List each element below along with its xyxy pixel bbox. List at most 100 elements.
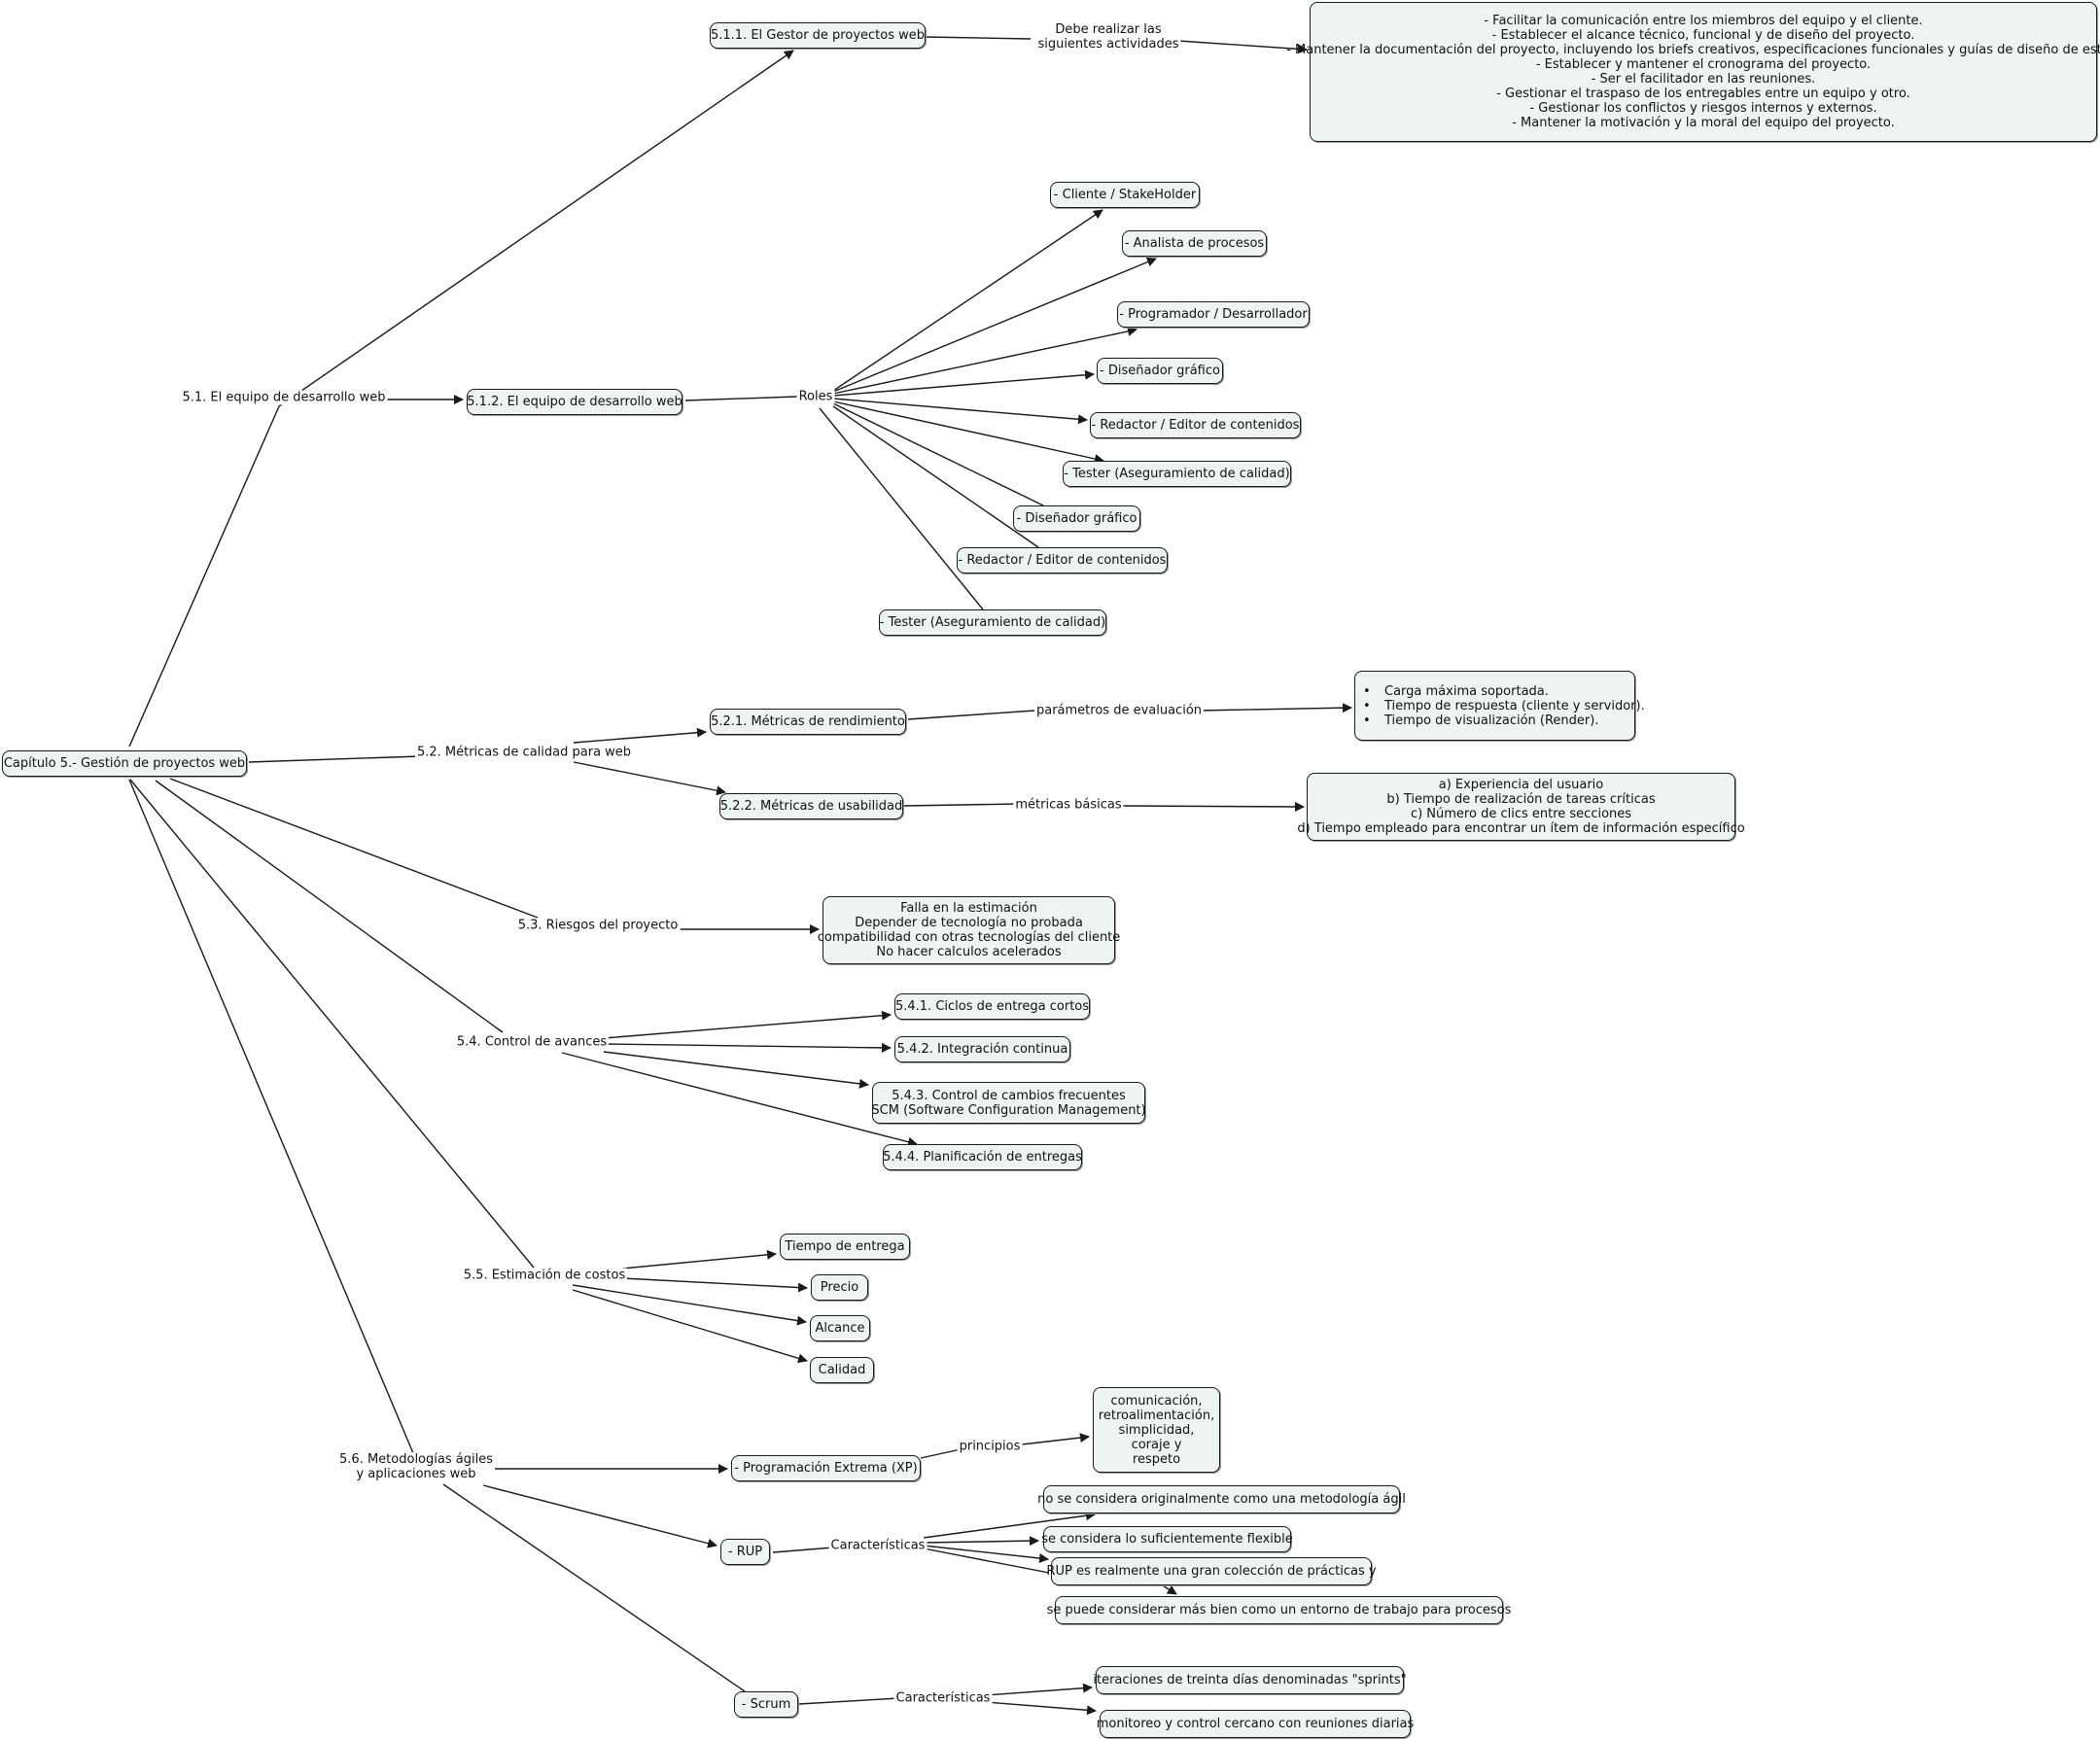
connector-line <box>248 755 422 763</box>
node-xp-principios-line: retroalimentación, <box>1098 1408 1215 1423</box>
label-estimacion-costos-line: 5.5. Estimación de costos <box>463 1268 626 1283</box>
node-role-disenador-2[interactable]: - Diseñador gráfico <box>1013 505 1140 532</box>
connector-line <box>572 1284 807 1326</box>
node-rup-caracteristica-1[interactable]: no se considera originalmente como una m… <box>1037 1485 1406 1513</box>
connector-line <box>832 369 1095 397</box>
node-xp[interactable]: - Programación Extrema (XP) <box>731 1455 921 1481</box>
node-role-programador[interactable]: - Programador / Desarrollador <box>1117 301 1310 328</box>
node-rup-caracteristica-4-line: se puede considerar más bien como un ent… <box>1046 1603 1512 1617</box>
label-roles-line: Roles <box>798 389 833 404</box>
label-metricas-basicas-line: métricas básicas <box>1015 797 1122 813</box>
node-role-tester-line: - Tester (Aseguramiento de calidad) <box>1064 467 1290 481</box>
node-costo-tiempo[interactable]: Tiempo de entrega <box>780 1234 910 1260</box>
node-scrum[interactable]: - Scrum <box>734 1691 798 1718</box>
node-metricas-usabilidad[interactable]: 5.2.2. Métricas de usabilidad <box>719 793 903 819</box>
node-parametros-rendimiento[interactable]: Carga máxima soportada.Tiempo de respues… <box>1354 671 1645 741</box>
connector-line <box>923 1511 1096 1539</box>
connector-line <box>819 407 984 610</box>
connector-line <box>832 400 1104 464</box>
connector-line <box>1197 703 1352 713</box>
node-metricas-usabilidad-line: 5.2.2. Métricas de usabilidad <box>719 799 903 814</box>
connector-line <box>923 1548 1050 1574</box>
node-ciclos-entrega[interactable]: 5.4.1. Ciclos de entrega cortos <box>894 993 1090 1020</box>
node-riesgos-line: Depender de tecnología no probada <box>855 916 1083 930</box>
node-gestor-actividades-line: - Establecer el alcance técnico, funcion… <box>1491 28 1915 43</box>
node-role-programador-line: - Programador / Desarrollador <box>1119 307 1308 322</box>
node-gestor-proyectos[interactable]: 5.1.1. El Gestor de proyectos web <box>710 22 926 49</box>
label-control-avances-line: 5.4. Control de avances <box>456 1034 608 1050</box>
node-rup-caracteristica-2[interactable]: se considera lo suficientemente flexible <box>1041 1526 1293 1552</box>
connector-line <box>923 1545 1049 1563</box>
connector-line <box>832 398 1088 425</box>
label-debe-realizar-line: siguientes actividades <box>1037 37 1179 52</box>
connector-line <box>902 803 1019 807</box>
node-equipo-desarrollo-line: 5.1.2. El equipo de desarrollo web <box>467 395 682 409</box>
node-costo-precio-line: Precio <box>820 1280 859 1295</box>
label-principios-line: principios <box>959 1439 1021 1454</box>
connector-line <box>985 1701 1097 1716</box>
node-parametros-rendimiento-line: Tiempo de visualización (Render). <box>1363 713 1598 728</box>
node-costo-alcance-line: Alcance <box>815 1321 865 1336</box>
label-caracteristicas-rup: Características <box>828 1538 928 1553</box>
label-parametros-evaluacion: parámetros de evaluación <box>1033 703 1205 718</box>
node-role-tester-2[interactable]: - Tester (Aseguramiento de calidad) <box>879 609 1106 636</box>
node-costo-precio[interactable]: Precio <box>811 1274 868 1301</box>
node-planificacion-entregas[interactable]: 5.4.4. Planificación de entregas <box>883 1144 1082 1170</box>
node-role-redactor[interactable]: - Redactor / Editor de contenidos <box>1090 412 1301 438</box>
node-rup-caracteristica-1-line: no se considera originalmente como una m… <box>1037 1492 1406 1507</box>
node-gestor-actividades-line: - Establecer y mantener el cronograma de… <box>1535 57 1872 72</box>
connector-line <box>772 1547 834 1553</box>
node-rup[interactable]: - RUP <box>720 1539 770 1565</box>
node-rup-caracteristica-4[interactable]: se puede considerar más bien como un ent… <box>1047 1596 1511 1624</box>
node-integracion-continua[interactable]: 5.4.2. Integración continua <box>894 1036 1070 1062</box>
connector-line <box>278 50 794 407</box>
node-costo-alcance[interactable]: Alcance <box>810 1315 870 1341</box>
node-scrum-line: - Scrum <box>741 1697 791 1712</box>
connector-line <box>573 761 726 796</box>
node-role-redactor-2[interactable]: - Redactor / Editor de contenidos <box>957 547 1168 574</box>
label-riesgos-line: 5.3. Riesgos del proyecto <box>517 918 679 933</box>
node-costo-calidad-line: Calidad <box>818 1363 866 1377</box>
node-gestor-proyectos-line: 5.1.1. El Gestor de proyectos web <box>711 28 925 43</box>
node-role-disenador-2-line: - Diseñador gráfico <box>1016 511 1138 526</box>
label-control-avances: 5.4. Control de avances <box>454 1034 610 1050</box>
node-scrum-caracteristica-2[interactable]: monitoreo y control cercano con reunione… <box>1097 1710 1414 1738</box>
connector-line <box>603 1042 892 1053</box>
connector-line <box>832 209 1103 392</box>
label-riesgos: 5.3. Riesgos del proyecto <box>515 918 681 933</box>
node-rup-caracteristica-2-line: se considera lo suficientemente flexible <box>1041 1532 1293 1547</box>
node-role-analista[interactable]: - Analista de procesos <box>1122 230 1267 257</box>
connector-line <box>985 1683 1093 1696</box>
node-gestor-actividades-line: - Facilitar la comunicación entre los mi… <box>1484 14 1923 28</box>
node-scrum-caracteristica-1[interactable]: iteraciones de treinta días denominadas … <box>1093 1666 1407 1694</box>
connector-line <box>603 1010 892 1039</box>
label-metricas-basicas: métricas básicas <box>1013 797 1124 813</box>
node-role-disenador[interactable]: - Diseñador gráfico <box>1097 358 1223 384</box>
node-xp-principios-line: coraje y <box>1131 1437 1182 1452</box>
node-metricas-rendimiento[interactable]: 5.2.1. Métricas de rendimiento <box>710 709 906 735</box>
node-xp-principios[interactable]: comunicación,retroalimentación,simplicid… <box>1093 1387 1220 1473</box>
node-costo-calidad[interactable]: Calidad <box>810 1357 874 1383</box>
connector-line <box>798 1697 900 1705</box>
node-root-chapter[interactable]: Capítulo 5.- Gestión de proyectos web <box>2 750 247 777</box>
node-ciclos-entrega-line: 5.4.1. Ciclos de entrega cortos <box>894 999 1090 1014</box>
node-role-tester[interactable]: - Tester (Aseguramiento de calidad) <box>1063 461 1291 487</box>
connector-line <box>832 405 1039 548</box>
connector-line <box>573 727 707 744</box>
label-parametros-evaluacion-line: parámetros de evaluación <box>1035 703 1203 718</box>
connector-line <box>684 396 798 401</box>
connector-line <box>129 779 535 1269</box>
node-rup-caracteristica-3[interactable]: RUP es realmente una gran colección de p… <box>1046 1557 1377 1585</box>
connector-line <box>923 1536 1039 1547</box>
node-equipo-desarrollo[interactable]: 5.1.2. El equipo de desarrollo web <box>467 389 682 415</box>
label-equipo-desarrollo: 5.1. El equipo de desarrollo web <box>180 390 388 405</box>
node-scrum-caracteristica-1-line: iteraciones de treinta días denominadas … <box>1093 1673 1407 1687</box>
node-role-cliente[interactable]: - Cliente / StakeHolder <box>1050 182 1200 208</box>
node-gestor-actividades[interactable]: - Facilitar la comunicación entre los mi… <box>1286 2 2100 142</box>
connector-line <box>603 1051 869 1089</box>
label-roles: Roles <box>796 389 835 404</box>
